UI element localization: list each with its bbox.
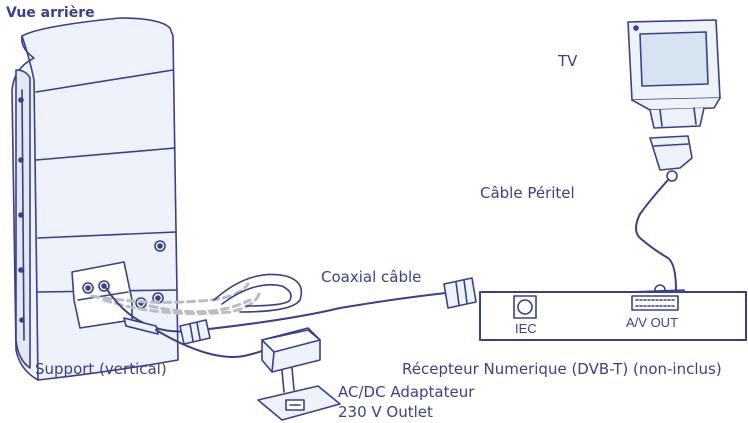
outlet-label: 230 V Outlet xyxy=(338,403,433,421)
stored-cable-loops xyxy=(90,282,262,315)
av-out-port-label: A/V OUT xyxy=(626,315,679,330)
dvb-t-receiver xyxy=(479,291,747,341)
tv-label: TV xyxy=(558,52,578,70)
coax-cable-label: Coaxial câble xyxy=(321,268,422,286)
antenna-unit xyxy=(11,17,179,381)
scart-cable-label: Câble Péritel xyxy=(480,184,575,202)
iec-port-label: IEC xyxy=(515,321,537,336)
coax-u-loop xyxy=(213,273,303,313)
support-label: Support (vertical) xyxy=(35,360,167,378)
adapter-label: AC/DC Adaptateur xyxy=(338,383,475,401)
diagram-title: Vue arrière xyxy=(6,5,95,21)
receiver-label: Récepteur Numerique (DVB-T) (non-inclus) xyxy=(402,360,722,378)
power-cable-and-adapter xyxy=(123,317,341,421)
tv-set xyxy=(627,19,721,129)
